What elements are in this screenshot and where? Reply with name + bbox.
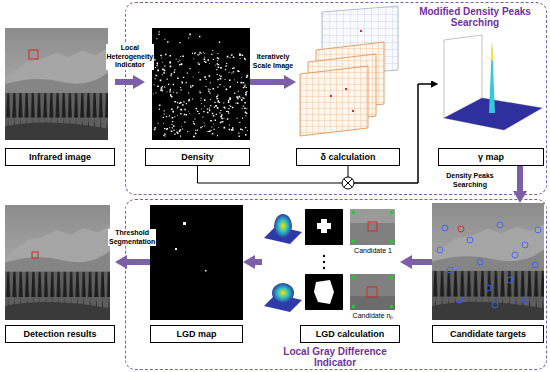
target-circle [458, 226, 464, 232]
caption-box: Detection results [5, 325, 115, 343]
lgd-map-picture [150, 205, 243, 320]
caption-box: Infrared image [5, 148, 115, 166]
thumb-gray-band [350, 296, 395, 310]
arrow-label: Local Heterogeneity Indicator [106, 44, 155, 70]
multiply-cross [344, 179, 352, 187]
ellipsis-dot [323, 261, 325, 263]
ellipsis-dot [323, 255, 325, 257]
flow-arrow [115, 79, 133, 85]
flow-arrow [127, 259, 150, 265]
caption-box: Density [145, 148, 250, 166]
corner-marks [352, 211, 393, 243]
plot-bump [272, 283, 294, 303]
arrow-label: Threshold Segmentation [108, 229, 156, 246]
image-node: Density [145, 28, 250, 166]
caption-box: δ calculation [296, 148, 400, 166]
candidate-label: Candidate nₚ [346, 311, 400, 320]
lgd-peaks [175, 222, 207, 272]
image-node: LGD calculation [262, 205, 400, 343]
candidate-label: Candidate 1 [346, 246, 400, 255]
thumb-gray-band [350, 209, 395, 223]
plot-spike [489, 42, 495, 113]
corner-marks [352, 276, 393, 308]
target-box [367, 287, 377, 297]
image-node: Detection results [5, 205, 115, 343]
image-node: γ map [438, 30, 544, 166]
target-box [368, 222, 377, 231]
flow-arrow [255, 259, 262, 265]
candidate-picture [432, 203, 544, 320]
candidate-circles [437, 222, 541, 308]
connector [348, 84, 431, 183]
scale-grid [300, 66, 368, 136]
multiply-symbol [342, 177, 354, 189]
plot-axes [444, 35, 542, 130]
region-title: Local Gray Difference Indicator [262, 346, 408, 368]
thumb-blob [314, 280, 334, 304]
flow-arrow [412, 259, 432, 265]
plot-spike-tip [491, 42, 494, 60]
caption-box: LGD calculation [300, 325, 400, 343]
image-node: Candidate targets [432, 203, 544, 343]
flow-arrow [517, 166, 523, 191]
density-picture [152, 28, 250, 140]
arrow-label: Density Peaks Searching [433, 172, 507, 189]
thumb-binary [305, 274, 343, 310]
thumb-blob [317, 219, 331, 233]
flow-arrow [250, 79, 284, 85]
region-box: Modified Density Peaks SearchingDensity δ… [125, 2, 547, 195]
connector [198, 84, 432, 183]
caption-box: γ map [438, 148, 544, 166]
image-node: LGD map [150, 205, 243, 343]
target-box [32, 252, 38, 258]
thumb-gray [350, 209, 395, 245]
thumb-gray [350, 274, 395, 310]
thumb-binary [305, 209, 343, 245]
image-node: Infrared image [5, 28, 115, 166]
density-specks [153, 31, 248, 137]
detection-picture [5, 205, 110, 320]
peak-dots [330, 30, 362, 112]
region-box: Local Gray Difference Indicator Candidate… [125, 199, 547, 370]
image-node: δ calculation [296, 5, 400, 166]
infrared-picture [5, 28, 108, 140]
ellipsis-dot [323, 267, 325, 269]
arrow-label: Iteratively Scale Image [250, 53, 296, 70]
region-title: Modified Density Peaks Searching [409, 6, 541, 28]
target-box [29, 50, 38, 59]
plot-bump [274, 214, 292, 238]
caption-box: Candidate targets [432, 325, 544, 343]
caption-box: LGD map [150, 325, 243, 343]
